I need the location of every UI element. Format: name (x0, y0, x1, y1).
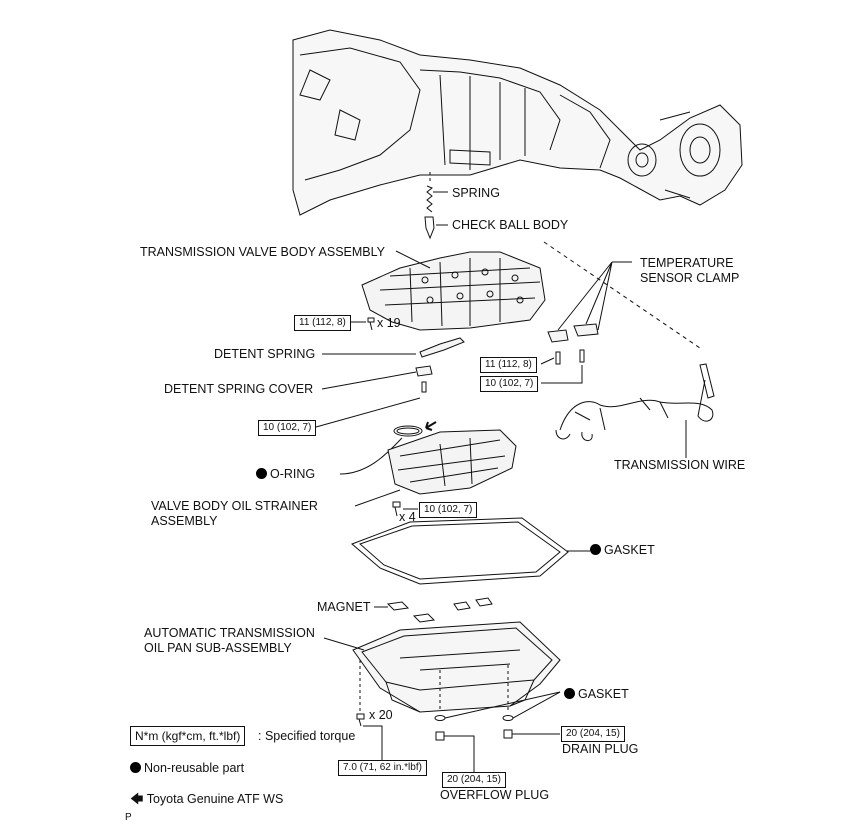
non-reusable-dot-icon (130, 762, 141, 773)
label-spring: SPRING (452, 186, 500, 200)
label-overflow-plug: OVERFLOW PLUG (440, 788, 550, 802)
spring-part (426, 185, 433, 213)
drain-plug (503, 729, 513, 739)
legend-unit-box: N*m (kgf*cm, ft.*lbf) (130, 726, 246, 746)
transmission-housing (292, 29, 743, 216)
non-reusable-dot-icon (590, 544, 601, 555)
label-oil-pan-line2: OIL PAN SUB-ASSEMBLY (144, 641, 292, 655)
valve-body-assembly (361, 251, 546, 331)
torque-overflow-plug: 20 (204, 15) (442, 772, 506, 788)
atf-arrow (425, 421, 437, 431)
torque-detent-cover-bolt: 10 (102, 7) (258, 420, 317, 436)
torque-clamp-bolt-b: 10 (102, 7) (480, 376, 539, 392)
label-o-ring: O-RING (256, 467, 315, 482)
torque-pan-bolts: 7.0 (71, 62 in.*lbf) (338, 760, 427, 776)
legend-specified-torque: : Specified torque (258, 729, 356, 743)
label-gasket-top: GASKET (590, 543, 655, 558)
detent-spring-cover-part (415, 365, 433, 393)
legend-atf: Toyota Genuine ATF WS (146, 792, 284, 806)
label-detent-spring: DETENT SPRING (214, 347, 316, 361)
label-gasket-top-text: GASKET (604, 543, 655, 557)
non-reusable-dot-icon (564, 688, 575, 699)
atf-arrow-icon: 🡄 (130, 791, 144, 806)
label-strainer-line2: ASSEMBLY (151, 514, 218, 528)
label-strainer-line1: VALVE BODY OIL STRAINER (151, 499, 318, 513)
label-drain-plug: DRAIN PLUG (562, 742, 639, 756)
torque-clamp-bolt-a: 11 (112, 8) (480, 357, 537, 373)
detent-spring-part (419, 337, 465, 358)
oil-pan-part (352, 621, 561, 713)
qty-pan-bolts: x 20 (369, 708, 393, 722)
drain-plug-gasket (502, 715, 514, 721)
label-transmission-wire: TRANSMISSION WIRE (614, 458, 746, 472)
strainer-bolt (392, 501, 401, 517)
label-oil-pan-line1: AUTOMATIC TRANSMISSION (144, 626, 315, 640)
overflow-plug (435, 731, 445, 741)
qty-strainer-bolts: x 4 (399, 510, 416, 524)
o-ring-part (393, 425, 423, 437)
valve-body-bolt (367, 317, 375, 331)
label-magnet: MAGNET (317, 600, 371, 614)
legend-atf-row: 🡄 Toyota Genuine ATF WS (130, 791, 283, 807)
torque-drain-plug: 20 (204, 15) (561, 726, 625, 742)
label-temperature-sensor-clamp-line2: SENSOR CLAMP (640, 271, 740, 285)
qty-valve-body-bolts: x 19 (377, 316, 401, 330)
label-gasket-bottom-text: GASKET (578, 687, 629, 701)
torque-strainer-bolts: 10 (102, 7) (419, 502, 478, 518)
transmission-wire-part (555, 363, 715, 441)
pan-bolt (356, 713, 365, 727)
label-o-ring-text: O-RING (270, 467, 316, 481)
overflow-plug-gasket (434, 715, 446, 721)
torque-valve-body-bolts: 11 (112, 8) (294, 315, 351, 331)
check-ball-body-part (424, 216, 435, 240)
label-check-ball-body: CHECK BALL BODY (452, 218, 569, 232)
temperature-sensor-clamp-part (547, 323, 599, 365)
label-detent-spring-cover: DETENT SPRING COVER (164, 382, 314, 396)
label-temperature-sensor-clamp-line1: TEMPERATURE (640, 256, 734, 270)
label-valve-body-assembly: TRANSMISSION VALVE BODY ASSEMBLY (140, 245, 385, 259)
legend-non-reusable: Non-reusable part (144, 761, 245, 775)
magnet-part (386, 597, 493, 623)
footer-code: P (125, 812, 132, 823)
legend-non-reusable-row: Non-reusable part (130, 761, 244, 776)
pan-gasket-part (351, 517, 569, 585)
valve-body-oil-strainer-part (387, 429, 517, 495)
label-gasket-bottom: GASKET (564, 687, 629, 702)
non-reusable-dot-icon (256, 468, 267, 479)
